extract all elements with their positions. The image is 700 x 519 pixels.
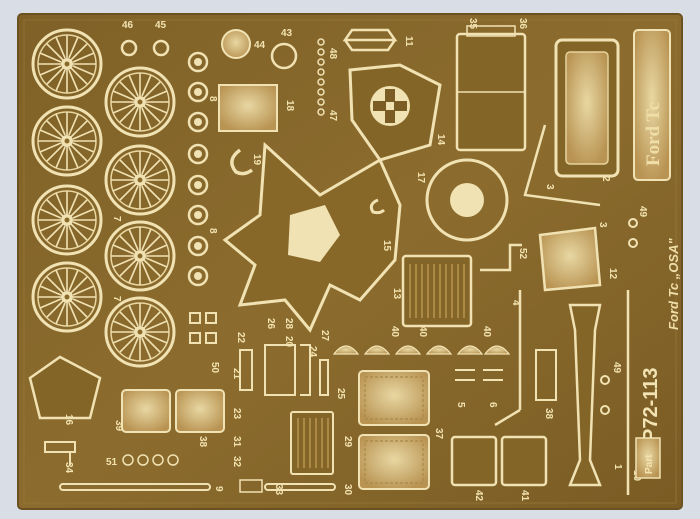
part-number: 33 xyxy=(273,484,284,496)
part-number: 40 xyxy=(417,326,428,338)
part-number: 34 xyxy=(63,462,74,474)
part-number: 18 xyxy=(284,100,295,112)
part-number: 4 xyxy=(510,300,521,306)
part-number: 41 xyxy=(519,490,530,502)
part-number: 36 xyxy=(517,18,528,30)
part-number: 35 xyxy=(467,18,478,30)
part-number: 40 xyxy=(389,326,400,338)
part-number: 30 xyxy=(342,484,353,496)
part-number: 7 xyxy=(111,296,122,302)
part-number: 2 xyxy=(600,176,611,182)
part-number: 9 xyxy=(213,486,224,492)
part-number: 26 xyxy=(265,318,276,330)
part-number: 38 xyxy=(197,436,208,448)
part-number: 39 xyxy=(113,420,124,432)
part-number: 6 xyxy=(487,402,498,408)
part-number: 17 xyxy=(415,172,426,184)
part-number: 21 xyxy=(231,368,242,380)
product-code: P72-113 xyxy=(640,367,662,442)
part-number: 16 xyxy=(63,414,74,426)
part-number: 45 xyxy=(155,20,167,31)
part-number: 51 xyxy=(106,457,118,468)
part-number: 38 xyxy=(543,408,554,420)
part-number: 1 xyxy=(612,464,623,470)
part-number: 48 xyxy=(327,48,338,60)
part-number: 40 xyxy=(481,326,492,338)
part-number: 43 xyxy=(281,28,293,39)
part-number: 50 xyxy=(209,362,220,374)
part-number: 32 xyxy=(231,456,242,468)
part-number: 12 xyxy=(607,268,618,280)
part-number: 13 xyxy=(391,288,402,300)
part-number: 15 xyxy=(381,240,392,252)
part-number: 44 xyxy=(254,40,266,51)
maker-text: Part xyxy=(644,454,655,474)
part-number: 47 xyxy=(327,110,338,122)
part-number: 11 xyxy=(403,36,414,47)
part-number: 31 xyxy=(231,436,242,448)
part-number: 49 xyxy=(611,362,622,374)
part-number: 42 xyxy=(473,490,484,502)
part-number: 8 xyxy=(207,96,218,102)
part-number: 3 xyxy=(544,184,555,190)
part-number: 14 xyxy=(435,134,446,146)
part-number: 3 xyxy=(597,222,608,228)
part-number: 49 xyxy=(637,206,648,218)
sheet-title: Ford Tc „OSA" xyxy=(666,238,681,330)
part-number: 8 xyxy=(207,228,218,234)
part-number: 5 xyxy=(455,402,466,408)
part-number: 7 xyxy=(111,216,122,222)
part-number: 29 xyxy=(342,436,353,448)
part-number: 28 xyxy=(283,318,294,330)
part-number: 37 xyxy=(433,428,444,440)
part-number: 22 xyxy=(235,332,246,344)
part-number: 27 xyxy=(319,330,330,342)
part-number: 25 xyxy=(335,388,346,400)
part-number: 19 xyxy=(251,154,262,166)
brand-text: Ford Tc xyxy=(643,102,664,166)
part-number: 23 xyxy=(231,408,242,420)
part-number: 24 xyxy=(307,346,318,358)
part-number: 46 xyxy=(122,20,134,31)
part-number: 20 xyxy=(283,336,294,348)
part-number: 52 xyxy=(517,248,528,260)
